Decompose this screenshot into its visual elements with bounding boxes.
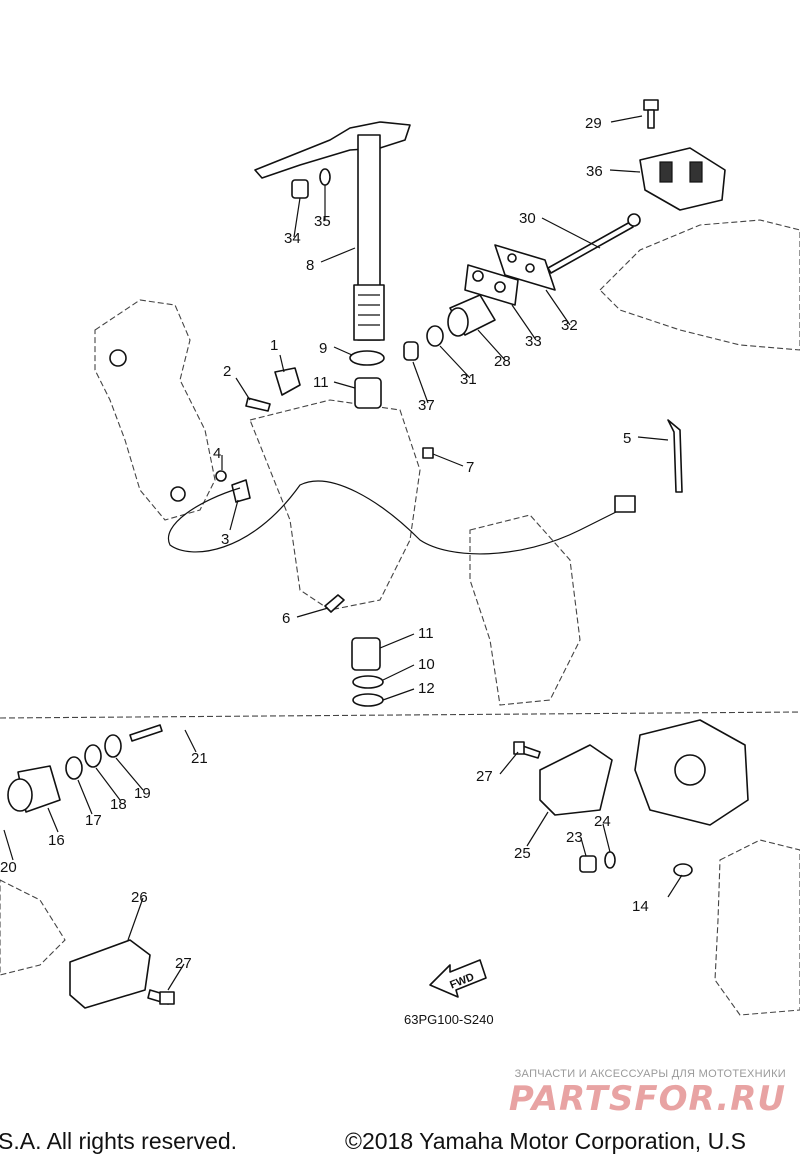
washer-31: [426, 325, 444, 347]
mount-rubber-28: [447, 294, 496, 337]
copyright-left: S.A. All rights reserved.: [0, 1128, 238, 1154]
callout-9: 9: [319, 340, 327, 357]
watermark-caption: ЗАПЧАСТИ И АКСЕССУАРЫ ДЛЯ МОТОТЕХНИКИ: [514, 1068, 786, 1080]
nut-34: [291, 179, 309, 199]
clip-3: [231, 479, 251, 503]
nut-23: [579, 855, 597, 873]
callout-29: 29: [585, 115, 602, 132]
callout-14: 14: [632, 898, 649, 915]
lower-mount-25: [539, 744, 613, 816]
plate-32: [494, 244, 556, 291]
washer-24: [604, 851, 616, 869]
screw-4: [215, 470, 227, 482]
washer-9: [349, 350, 385, 366]
bolt-6: [324, 594, 345, 613]
mount-rubber-16: [7, 765, 61, 813]
section-divider: [0, 711, 800, 719]
callout-32: 32: [561, 317, 578, 334]
upper-mount-36: [639, 147, 726, 211]
o-ring-10: [352, 675, 384, 689]
lower-mount-housing: [634, 719, 749, 826]
washer-17: [65, 756, 83, 780]
callout-30: 30: [519, 210, 536, 227]
callout-34: 34: [284, 230, 301, 247]
callout-6: 6: [282, 610, 290, 627]
bolt-21: [129, 724, 163, 742]
callout-25: 25: [514, 845, 531, 862]
callout-1: 1: [270, 337, 278, 354]
washer-19: [104, 734, 122, 758]
callout-27-left: 27: [175, 955, 192, 972]
callout-labels: 1 2 3 4 5 6 7 8 9 11 11 10 12 14 16 17 1…: [0, 115, 649, 972]
callout-28: 28: [494, 353, 511, 370]
left-bracket-outline: [94, 299, 216, 521]
callout-24: 24: [594, 813, 611, 830]
callout-8: 8: [306, 257, 314, 274]
callout-19: 19: [134, 785, 151, 802]
washer-12: [352, 693, 384, 707]
callout-16: 16: [48, 832, 65, 849]
callout-21: 21: [191, 750, 208, 767]
swivel-bracket-outline: [249, 399, 581, 706]
callout-36: 36: [586, 163, 603, 180]
diagram-code: 63PG100-S240: [404, 1012, 494, 1027]
nut-7: [422, 447, 434, 459]
callout-26: 26: [131, 889, 148, 906]
callout-23: 23: [566, 829, 583, 846]
callout-4: 4: [213, 445, 221, 462]
collar-37: [403, 341, 419, 361]
bolt-29: [643, 99, 659, 129]
cable-tie-5: [667, 419, 683, 493]
leader-lines: [3, 115, 683, 991]
wire-harness: [167, 480, 621, 555]
clip-14: [673, 863, 693, 877]
callout-27-right: 27: [476, 768, 493, 785]
washer-35: [319, 168, 331, 186]
callout-10: 10: [418, 656, 435, 673]
callout-18: 18: [110, 796, 127, 813]
lower-casing-outline-right: [714, 839, 800, 1016]
callout-5: 5: [623, 430, 631, 447]
washer-18: [84, 744, 102, 768]
callout-31: 31: [460, 371, 477, 388]
callout-20: 20: [0, 859, 17, 876]
callout-17: 17: [85, 812, 102, 829]
fwd-arrow-icon: FWD: [429, 959, 487, 998]
plate-33: [464, 264, 519, 306]
watermark-logo: PARTSFOR.RU: [508, 1079, 786, 1119]
cover-26: [69, 939, 151, 1009]
callout-35: 35: [314, 213, 331, 230]
callout-33: 33: [525, 333, 542, 350]
bolt-30: [547, 213, 641, 274]
clamp-1: [274, 367, 301, 396]
callout-7: 7: [466, 459, 474, 476]
copyright-right: ©2018 Yamaha Motor Corporation, U.S: [345, 1128, 746, 1154]
callout-37: 37: [418, 397, 435, 414]
callout-11-lower: 11: [418, 625, 434, 642]
lower-casing-outline-left: [0, 879, 66, 976]
bushing-11-lower: [351, 637, 381, 671]
steering-arm-shaft: [254, 121, 411, 341]
engine-mount-outline-right: [599, 219, 800, 351]
watermark: ЗАПЧАСТИ И АКСЕССУАРЫ ДЛЯ МОТОТЕХНИКИ PA…: [509, 1068, 786, 1118]
bushing-11-upper: [354, 377, 382, 409]
callout-3: 3: [221, 531, 229, 548]
bolt-2: [245, 397, 271, 412]
connector: [614, 495, 636, 513]
callout-11-upper: 11: [313, 374, 329, 391]
bolt-27-left: [147, 989, 175, 1005]
callout-12: 12: [418, 680, 435, 697]
callout-2: 2: [223, 363, 231, 380]
bolt-27-right: [513, 741, 541, 759]
